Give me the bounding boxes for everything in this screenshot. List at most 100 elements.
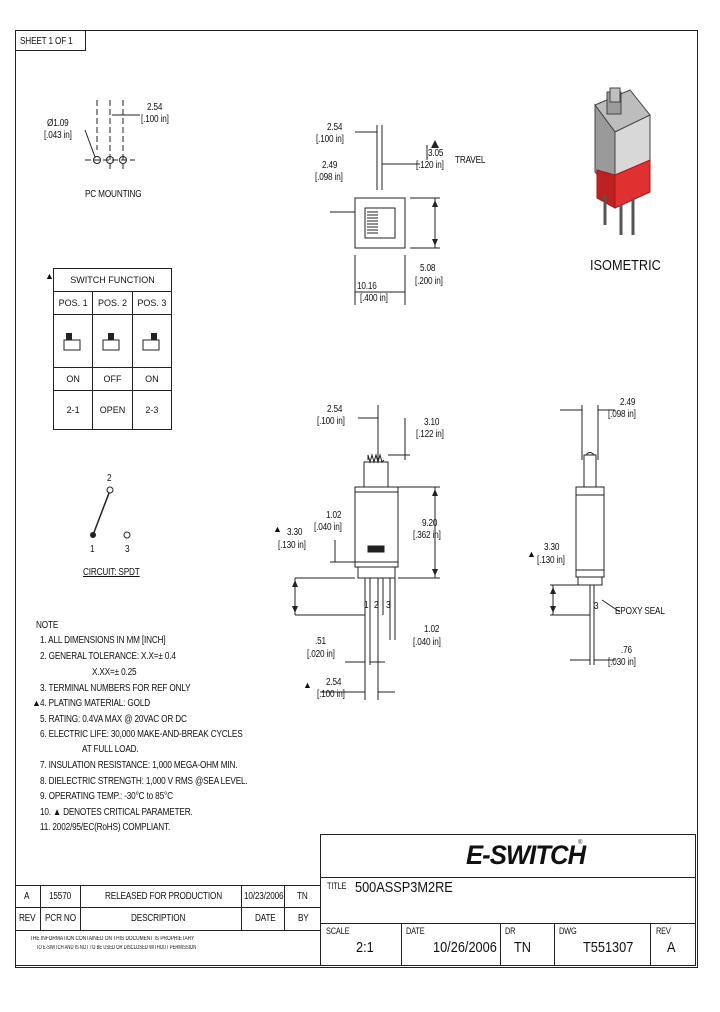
- note-8: 8. DIELECTRIC STRENGTH: 1,000 V RMS @SEA…: [40, 776, 248, 787]
- front-shoulder-mm: 1.02: [326, 510, 342, 521]
- circuit-terminal-1: 1: [90, 544, 95, 555]
- dwg-value: T551307: [583, 939, 634, 956]
- note-11: 11. 2002/95/EC(RoHS) COMPLIANT.: [40, 822, 171, 833]
- side-thick-in: [.030 in]: [608, 657, 636, 668]
- critical-triangle-icon: ▲: [45, 271, 54, 281]
- front-pin-2: 2: [374, 600, 379, 611]
- disclaimer-line-1: THE INFORMATION CONTAINED ON THIS DOCUME…: [30, 936, 195, 942]
- top-travel-label: TRAVEL: [455, 155, 486, 166]
- switch-state-2: OFF: [92, 367, 133, 391]
- dr-value: TN: [514, 939, 531, 956]
- note-3: 3. TERMINAL NUMBERS FOR REF ONLY: [40, 683, 191, 694]
- side-critical-icon: ▲: [527, 549, 536, 559]
- note-2: 2. GENERAL TOLERANCE: X.X=± 0.4: [40, 651, 176, 662]
- note-9: 9. OPERATING TEMP.: -30°C to 85°C: [40, 791, 173, 802]
- front-pin-mm: 3.30: [287, 527, 303, 538]
- rev-header-rev: REV: [19, 913, 36, 924]
- front-pitch-mm: 2.54: [326, 677, 342, 688]
- switch-conn-3: 2-3: [131, 390, 173, 430]
- notes-title: NOTE: [36, 620, 59, 631]
- note-6b: AT FULL LOAD.: [82, 744, 139, 755]
- isometric-label: ISOMETRIC: [590, 257, 661, 274]
- top-dim1-in: [.100 in]: [316, 134, 344, 145]
- note-4-critical-icon: ▲: [32, 698, 41, 708]
- note-7: 7. INSULATION RESISTANCE: 1,000 MEGA-OHM…: [40, 760, 238, 771]
- scale-label: SCALE: [326, 926, 350, 936]
- sheet-label: SHEET 1 OF 1: [20, 36, 73, 47]
- top-width-in: [.400 in]: [360, 293, 388, 304]
- front-height-in: [.362 in]: [413, 530, 441, 541]
- pc-pitch-mm: 2.54: [147, 102, 163, 113]
- rev-row-pcr: 15570: [49, 891, 71, 902]
- pc-mounting-drawing: [84, 100, 140, 170]
- switch-pos-3: POS. 3: [131, 291, 173, 315]
- logo-registered-mark: ®: [578, 840, 583, 846]
- side-pin-label: 3: [594, 601, 599, 612]
- side-view-drawing: [550, 405, 621, 665]
- side-seal-label: EPOXY SEAL: [615, 606, 665, 617]
- disclaimer-line-2: TO E-SWITCH AND IS NOT TO BE USED OR DIS…: [36, 945, 197, 951]
- rev-row-description: RELEASED FOR PRODUCTION: [105, 891, 222, 902]
- front-pin-in: [.130 in]: [278, 540, 306, 551]
- switch-pos-3-icon: [131, 314, 173, 368]
- switch-state-3: ON: [131, 367, 173, 391]
- note-2b: X.XX=± 0.25: [92, 667, 137, 678]
- note-1: 1. ALL DIMENSIONS IN MM [INCH]: [40, 635, 166, 646]
- switch-function-title: SWITCH FUNCTION: [53, 268, 172, 292]
- switch-function-table: SWITCH FUNCTION POS. 1 POS. 2 POS. 3 ON …: [52, 268, 173, 430]
- note-5: 5. RATING: 0.4VA MAX @ 20VAC OR DC: [40, 714, 187, 725]
- scale-value: 2:1: [356, 939, 374, 956]
- top-depth-in: [.200 in]: [415, 276, 443, 287]
- top-depth-mm: 5.08: [420, 263, 436, 274]
- front-pin-3: 3: [386, 600, 391, 611]
- switch-pos-1: POS. 1: [52, 291, 94, 315]
- switch-conn-1: 2-1: [52, 390, 94, 430]
- front-top-in: [.100 in]: [317, 416, 345, 427]
- front-pin-w-in: [.040 in]: [413, 637, 441, 648]
- rev-row-by: TN: [297, 891, 308, 902]
- dr-label: DR: [505, 926, 516, 936]
- switch-conn-2: OPEN: [92, 390, 133, 430]
- top-dim1-mm: 2.54: [327, 122, 343, 133]
- switch-state-1: ON: [52, 367, 94, 391]
- sheet-label-box: SHEET 1 OF 1: [15, 30, 86, 51]
- top-travel-mm: 3.05: [428, 148, 444, 159]
- top-view-drawing: [330, 125, 440, 305]
- front-pitch-in: [.100 in]: [317, 689, 345, 700]
- circuit-terminal-2: 2: [107, 473, 112, 484]
- side-top-mm: 2.49: [620, 397, 636, 408]
- dwg-label: DWG: [559, 926, 577, 936]
- isometric-image: [594, 87, 651, 235]
- front-height-mm: 9.20: [422, 518, 438, 529]
- pc-diameter-mm: Ø1.09: [47, 118, 69, 129]
- note-4: 4. PLATING MATERIAL: GOLD: [40, 698, 150, 709]
- note-6: 6. ELECTRIC LIFE: 30,000 MAKE-AND-BREAK …: [40, 729, 243, 740]
- rev-label: REV: [656, 926, 671, 936]
- switch-pos-2: POS. 2: [92, 291, 133, 315]
- front-gap-mm: .51: [315, 636, 326, 647]
- rev-header-by: BY: [298, 913, 309, 924]
- pc-mounting-label: PC MOUNTING: [85, 189, 142, 200]
- circuit-spdt-diagram: [90, 486, 131, 539]
- front-pin-1: 1: [364, 600, 369, 611]
- side-pin-in: [.130 in]: [537, 555, 565, 566]
- date-value: 10/26/2006: [433, 939, 497, 956]
- title-label: TITLE: [327, 881, 347, 891]
- rev-row-rev: A: [24, 891, 30, 902]
- top-dim2-mm: 2.49: [322, 160, 338, 171]
- date-label: DATE: [406, 926, 425, 936]
- circuit-terminal-3: 3: [125, 544, 130, 555]
- rev-value: A: [667, 939, 676, 956]
- front-view-drawing: [292, 405, 440, 700]
- rev-header-description: DESCRIPTION: [131, 913, 186, 924]
- switch-pos-2-icon: [92, 314, 133, 368]
- side-pin-mm: 3.30: [544, 542, 560, 553]
- rev-row-date: 10/23/2006: [244, 891, 284, 902]
- circuit-label: CIRCUIT: SPDT: [83, 567, 140, 578]
- side-thick-mm: .76: [621, 645, 632, 656]
- pc-pitch-in: [.100 in]: [141, 114, 169, 125]
- title-value: 500ASSP3M2RE: [355, 879, 453, 896]
- drawing-sheet: [15, 30, 698, 968]
- top-width-mm: 10.16: [357, 281, 377, 292]
- e-switch-logo: E-SWITCH: [466, 840, 586, 870]
